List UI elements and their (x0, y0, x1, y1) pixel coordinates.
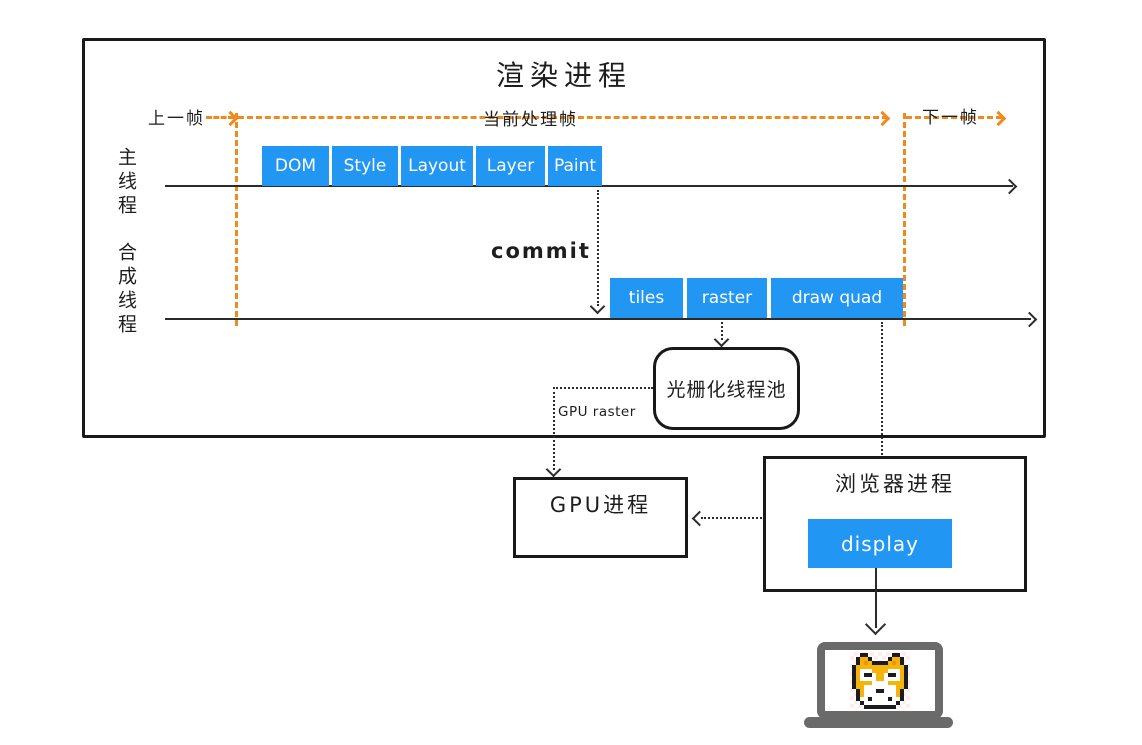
gpu-raster-label: GPU raster (558, 404, 636, 420)
main-thread-timeline (165, 185, 1013, 187)
gpu-raster-line-horizontal (553, 387, 653, 389)
compositor-thread-stages: tiles raster draw quad (610, 278, 903, 318)
display-to-device-line (875, 568, 877, 628)
stage-draw-quad: draw quad (771, 278, 903, 318)
browser-process-title: 浏览器进程 (835, 472, 955, 496)
commit-label: commit (491, 239, 591, 263)
display-box: display (808, 519, 952, 568)
browser-to-gpu-arrowhead-icon (691, 510, 708, 527)
next-frame-label: 下一帧 (922, 108, 979, 128)
laptop-base (804, 717, 953, 728)
drawquad-to-display-line (881, 322, 883, 506)
stage-layer: Layer (476, 146, 545, 186)
main-thread-stages: DOM Style Layout Layer Paint (262, 146, 602, 186)
gpu-process-title: GPU进程 (549, 493, 652, 517)
compositor-thread-timeline (165, 318, 1031, 320)
raster-to-pool-line (721, 322, 723, 340)
commit-arrow-line (597, 190, 599, 306)
stage-style: Style (332, 146, 398, 186)
gpu-raster-arrowhead-icon (545, 461, 562, 478)
previous-frame-arrow-line (206, 116, 234, 119)
stage-tiles: tiles (610, 278, 683, 318)
main-thread-label: 主线程 (115, 147, 137, 219)
stage-raster: raster (687, 278, 767, 318)
raster-pool-box: 光栅化线程池 (653, 347, 800, 430)
gpu-raster-line-vertical (553, 387, 555, 470)
compositor-thread-label: 合成线程 (115, 242, 137, 338)
browser-to-gpu-line (701, 517, 762, 519)
next-frame-arrow-line (906, 116, 1002, 119)
frame-boundary-line-left (235, 113, 238, 326)
stage-dom: DOM (262, 146, 329, 186)
current-frame-label: 当前处理帧 (483, 110, 578, 130)
display-to-device-arrowhead-icon (864, 613, 887, 636)
current-frame-line (238, 116, 888, 119)
laptop-icon (817, 642, 943, 719)
raster-pool-label: 光栅化线程池 (666, 379, 787, 401)
stage-paint: Paint (548, 146, 602, 186)
render-process-box (82, 38, 1046, 438)
shiba-dog-icon (850, 652, 910, 709)
stage-layout: Layout (401, 146, 473, 186)
previous-frame-label: 上一帧 (148, 109, 205, 129)
render-process-title: 渲染进程 (495, 59, 632, 92)
frame-boundary-line-right (903, 113, 906, 326)
gpu-process-box: GPU进程 (513, 477, 688, 558)
